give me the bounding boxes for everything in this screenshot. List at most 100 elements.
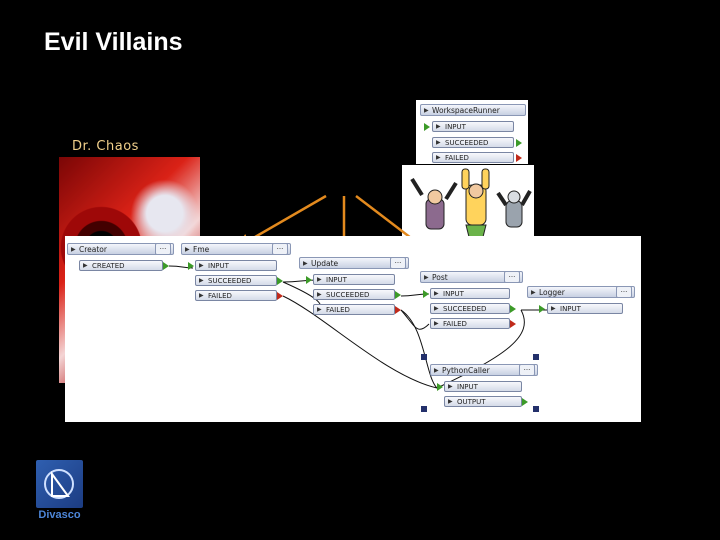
node-menu-icon[interactable]: ... (504, 271, 520, 283)
port-input[interactable]: ▶ INPUT (313, 274, 395, 285)
input-pin-icon[interactable] (306, 276, 312, 284)
port-label: INPUT (326, 276, 347, 284)
output-pin-icon[interactable] (516, 139, 522, 147)
port-label: SUCCEEDED (445, 139, 489, 147)
node-title: Update (311, 259, 339, 268)
node-menu-icon[interactable]: ... (519, 364, 535, 376)
input-pin-icon[interactable] (437, 383, 443, 391)
heroes-image (402, 165, 534, 243)
port-label: INPUT (457, 383, 478, 391)
node-title: Fme (193, 245, 210, 254)
port-label: SUCCEEDED (443, 305, 487, 313)
node-menu-icon[interactable]: ... (155, 243, 171, 255)
input-pin-icon[interactable] (424, 123, 430, 131)
post-header[interactable]: ▶ Post ... (420, 271, 523, 283)
expand-triangle-icon[interactable]: ▶ (434, 367, 439, 374)
port-input[interactable]: ▶ INPUT (432, 121, 514, 132)
expand-triangle-icon: ▶ (199, 277, 204, 284)
node-title: Logger (539, 288, 565, 297)
node-title: Post (432, 273, 448, 282)
logo-glyph-icon (44, 469, 74, 499)
expand-triangle-icon: ▶ (436, 154, 441, 161)
failed-pin-icon[interactable] (395, 306, 401, 314)
workspace-runner-header[interactable]: ▶ WorkspaceRunner (420, 104, 526, 116)
python-caller-header[interactable]: ▶ PythonCaller ... (430, 364, 538, 376)
input-pin-icon[interactable] (539, 305, 545, 313)
expand-triangle-icon: ▶ (199, 262, 204, 269)
expand-triangle-icon: ▶ (317, 306, 322, 313)
port-succeeded[interactable]: ▶ SUCCEEDED (313, 289, 395, 300)
port-input[interactable]: ▶ INPUT (547, 303, 623, 314)
node-menu-icon[interactable]: ... (390, 257, 406, 269)
expand-triangle-icon: ▶ (434, 320, 439, 327)
port-input[interactable]: ▶ INPUT (195, 260, 277, 271)
port-label: SUCCEEDED (326, 291, 370, 299)
failed-pin-icon[interactable] (516, 154, 522, 162)
workspace-runner-panel: ▶ WorkspaceRunner ▶ INPUT ▶ SUCCEEDED ▶ … (416, 100, 528, 164)
connection-lines (168, 265, 553, 412)
node-menu-icon[interactable]: ... (272, 243, 288, 255)
port-succeeded[interactable]: ▶ SUCCEEDED (432, 137, 514, 148)
node-menu-icon[interactable]: ... (616, 286, 632, 298)
port-label: INPUT (208, 262, 229, 270)
workflow-canvas[interactable]: ▶ Creator ... ▶ CREATED ▶ Fme ... ▶ INPU… (65, 236, 641, 422)
logger-header[interactable]: ▶ Logger ... (527, 286, 635, 298)
creator-header[interactable]: ▶ Creator ... (67, 243, 174, 255)
input-pin-icon[interactable] (188, 262, 194, 270)
node-title: WorkspaceRunner (432, 106, 500, 115)
expand-triangle-icon[interactable]: ▶ (185, 246, 190, 253)
port-input[interactable]: ▶ INPUT (430, 288, 510, 299)
output-pin-icon[interactable] (395, 291, 401, 299)
post-node[interactable]: ▶ Post ... ▶ INPUT ▶ SUCCEEDED ▶ FAILED (420, 271, 523, 331)
expand-triangle-icon: ▶ (436, 123, 441, 130)
node-title: PythonCaller (442, 366, 490, 375)
expand-triangle-icon: ▶ (434, 305, 439, 312)
fme-header[interactable]: ▶ Fme ... (181, 243, 291, 255)
update-node[interactable]: ▶ Update ... ▶ INPUT ▶ SUCCEEDED ▶ FAILE… (299, 257, 409, 317)
port-label: SUCCEEDED (208, 277, 252, 285)
workspace-runner-node[interactable]: ▶ WorkspaceRunner ▶ INPUT ▶ SUCCEEDED ▶ … (420, 104, 526, 164)
expand-triangle-icon[interactable]: ▶ (71, 246, 76, 253)
output-pin-icon[interactable] (163, 262, 169, 270)
port-failed[interactable]: ▶ FAILED (432, 152, 514, 163)
port-failed[interactable]: ▶ FAILED (430, 318, 510, 329)
failed-pin-icon[interactable] (277, 292, 283, 300)
villain-label: Dr. Chaos (72, 139, 139, 154)
expand-triangle-icon[interactable]: ▶ (424, 274, 429, 281)
port-label: OUTPUT (457, 398, 486, 406)
port-label: INPUT (560, 305, 581, 313)
port-output[interactable]: ▶ OUTPUT (444, 396, 522, 407)
update-header[interactable]: ▶ Update ... (299, 257, 409, 269)
output-pin-icon[interactable] (510, 305, 516, 313)
expand-triangle-icon: ▶ (448, 383, 453, 390)
output-pin-icon[interactable] (277, 277, 283, 285)
output-pin-icon[interactable] (522, 398, 528, 406)
fme-node[interactable]: ▶ Fme ... ▶ INPUT ▶ SUCCEEDED ▶ FAILED (181, 243, 291, 303)
port-created[interactable]: ▶ CREATED (79, 260, 163, 271)
port-label: INPUT (443, 290, 464, 298)
port-failed[interactable]: ▶ FAILED (195, 290, 277, 301)
slide-title: Evil Villains (44, 28, 183, 56)
expand-triangle-icon: ▶ (199, 292, 204, 299)
expand-triangle-icon: ▶ (448, 398, 453, 405)
expand-triangle-icon[interactable]: ▶ (303, 260, 308, 267)
port-input[interactable]: ▶ INPUT (444, 381, 522, 392)
expand-triangle-icon[interactable]: ▶ (531, 289, 536, 296)
python-caller-node[interactable]: ▶ PythonCaller ... ▶ INPUT ▶ OUTPUT (430, 364, 538, 410)
port-succeeded[interactable]: ▶ SUCCEEDED (430, 303, 510, 314)
creator-node[interactable]: ▶ Creator ... ▶ CREATED (67, 243, 174, 273)
logger-node[interactable]: ▶ Logger ... ▶ INPUT (527, 286, 635, 316)
expand-triangle-icon: ▶ (83, 262, 88, 269)
port-failed[interactable]: ▶ FAILED (313, 304, 395, 315)
port-label: CREATED (92, 262, 125, 270)
input-pin-icon[interactable] (423, 290, 429, 298)
expand-triangle-icon[interactable]: ▶ (424, 107, 429, 114)
failed-pin-icon[interactable] (510, 320, 516, 328)
port-succeeded[interactable]: ▶ SUCCEEDED (195, 275, 277, 286)
expand-triangle-icon: ▶ (436, 139, 441, 146)
expand-triangle-icon: ▶ (551, 305, 556, 312)
port-label: FAILED (443, 320, 467, 328)
node-title: Creator (79, 245, 107, 254)
expand-triangle-icon: ▶ (317, 291, 322, 298)
divasco-logo: Divasco (36, 460, 83, 522)
